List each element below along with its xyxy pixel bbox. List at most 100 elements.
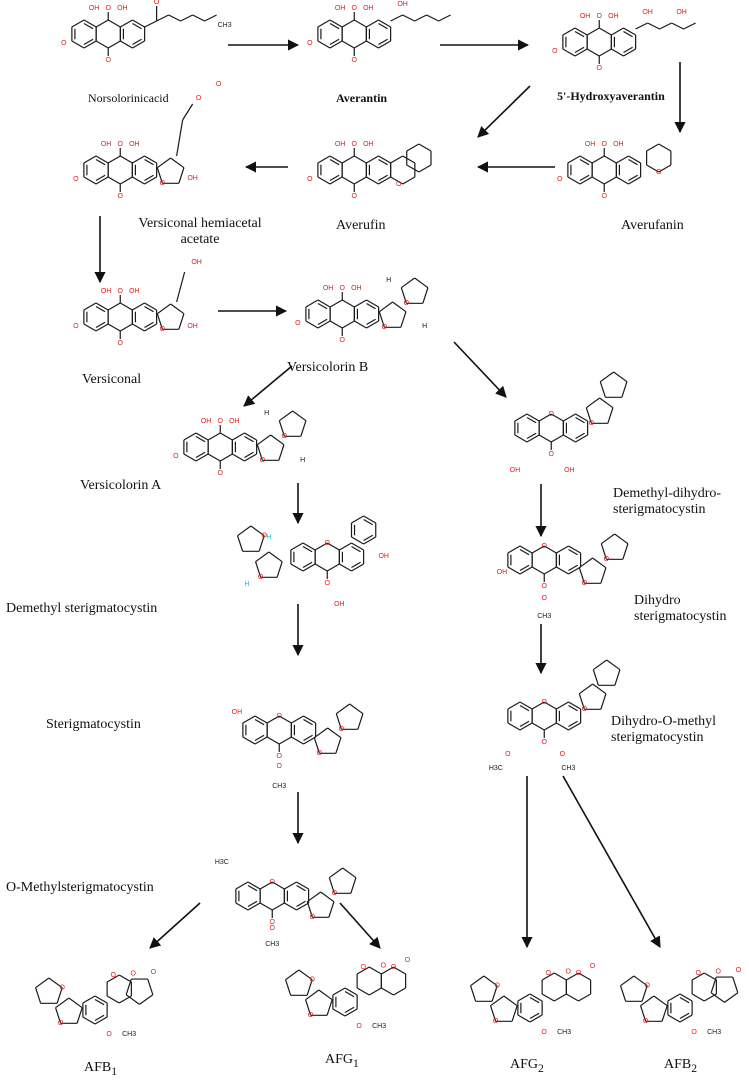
atom-label: O	[597, 13, 603, 20]
atom-label: O	[118, 340, 124, 347]
oxygen-atom: O	[382, 324, 388, 331]
oxygen-atom: O	[643, 1018, 649, 1025]
label-demethyl-sterigmatocystin: Demethyl sterigmatocystin	[6, 601, 158, 616]
atom-label: O	[542, 699, 548, 706]
atom-label: OH	[510, 467, 521, 474]
atom-label: O	[542, 583, 548, 590]
atom-label: OH	[117, 5, 128, 12]
atom-label: O	[602, 193, 608, 200]
atom-label: OH	[378, 553, 389, 560]
stereo-hydrogen: H	[386, 277, 391, 284]
stereo-hydrogen: H	[300, 457, 305, 464]
atom-label: O	[270, 919, 276, 926]
label-afb1-main: AFB	[84, 1060, 112, 1075]
label-afg2-main: AFG	[510, 1057, 539, 1072]
atom-label: O	[405, 957, 411, 964]
atom-label: O	[118, 193, 124, 200]
atom-label: O	[173, 453, 179, 460]
oxygen-atom: O	[308, 1012, 314, 1019]
atom-label: O	[352, 57, 358, 64]
methyl-group: CH3	[272, 783, 286, 790]
oxygen-atom: O	[404, 300, 410, 307]
label-afb1-subscript: 1	[111, 1064, 118, 1078]
atom-label: OH	[608, 13, 619, 20]
atom-label: O	[340, 285, 346, 292]
atom-label: O	[218, 418, 224, 425]
atom-label: O	[307, 176, 313, 183]
arrow-versicolorin-b-to-a	[243, 365, 293, 407]
atom-label: O	[73, 323, 79, 330]
oxygen-atom: O	[59, 985, 65, 992]
atom-label: O	[391, 964, 397, 971]
atom-label: OH	[676, 9, 687, 16]
label-dhst-line2: sterigmatocystin	[634, 609, 727, 625]
methyl-group: H3C	[215, 859, 229, 866]
oxygen-atom: O	[310, 914, 316, 921]
atom-label: O	[546, 970, 552, 977]
methyl-group: CH3	[122, 1031, 136, 1038]
atom-label: OH	[580, 13, 591, 20]
atom-label: O	[151, 969, 157, 976]
atom-label: OH	[101, 288, 112, 295]
atom-label: O	[566, 968, 572, 975]
atom-label: OH	[497, 569, 508, 576]
atom-label: OH	[89, 5, 100, 12]
arrow-omst-to-afb1	[149, 902, 201, 949]
oxygen-atom: O	[644, 983, 650, 990]
atom-label: O	[340, 337, 346, 344]
atom-label: O	[541, 1029, 547, 1036]
label-dhst-line1: Dihydro	[634, 593, 681, 608]
atom-label: OH	[642, 9, 653, 16]
methyl-group: CH3	[561, 765, 575, 772]
label-demethyl-dihydro-sterigmatocystin: Demethyl-dihydro- sterigmatocystin	[613, 486, 721, 518]
label-versiconal: Versiconal	[82, 372, 142, 387]
label-dmdhst-line1: Demethyl-dihydro-	[613, 486, 722, 501]
atom-label: O	[542, 543, 548, 550]
label-norsolorinic-acid: Norsolorinicacid	[88, 91, 169, 105]
atom-label: OH	[397, 1, 408, 8]
atom-label: O	[542, 739, 548, 746]
atom-label: O	[218, 470, 224, 477]
atom-label: OH	[335, 5, 346, 12]
atom-label: OH	[564, 467, 575, 474]
stereo-hydrogen: H	[422, 323, 427, 330]
label-versicolorin-b: Versicolorin B	[287, 360, 369, 375]
label-sterigmatocystin: Sterigmatocystin	[46, 717, 141, 732]
stereo-hydrogen: H	[244, 581, 249, 588]
methyl-group: CH3	[372, 1023, 386, 1030]
atom-label: OH	[585, 141, 596, 148]
label-vha-line1: Versiconal hemiacetal	[138, 216, 262, 231]
atom-label: O	[505, 751, 511, 758]
oxygen-atom: O	[589, 420, 595, 427]
atom-label: O	[295, 320, 301, 327]
arrow-hydroxyaverantin-to-averufin	[477, 85, 531, 138]
atom-label: O	[361, 964, 367, 971]
oxygen-atom: O	[339, 726, 345, 733]
label-versiconal-hemiacetal-acetate: Versiconal hemiacetal acetate	[112, 216, 288, 248]
oxygen-atom: O	[258, 574, 264, 581]
atom-label: OH	[129, 141, 140, 148]
atom-label: O	[560, 751, 566, 758]
oxygen-atom: O	[260, 457, 266, 464]
oxygen-atom: O	[317, 750, 323, 757]
atom-label: O	[73, 176, 79, 183]
label-hydroxyaverantin: 5'-Hydroxyaverantin	[557, 89, 665, 103]
label-afg1-main: AFG	[325, 1052, 354, 1067]
atom-label: O	[196, 95, 202, 102]
atom-label: O	[716, 968, 722, 975]
atom-label: O	[216, 81, 222, 88]
atom-label: OH	[232, 709, 243, 716]
stereo-hydrogen: H	[264, 410, 269, 417]
atom-label: O	[597, 65, 603, 72]
atom-label: O	[356, 1023, 362, 1030]
oxygen-atom: O	[58, 1020, 64, 1027]
label-afb2: AFB2	[664, 1057, 697, 1075]
